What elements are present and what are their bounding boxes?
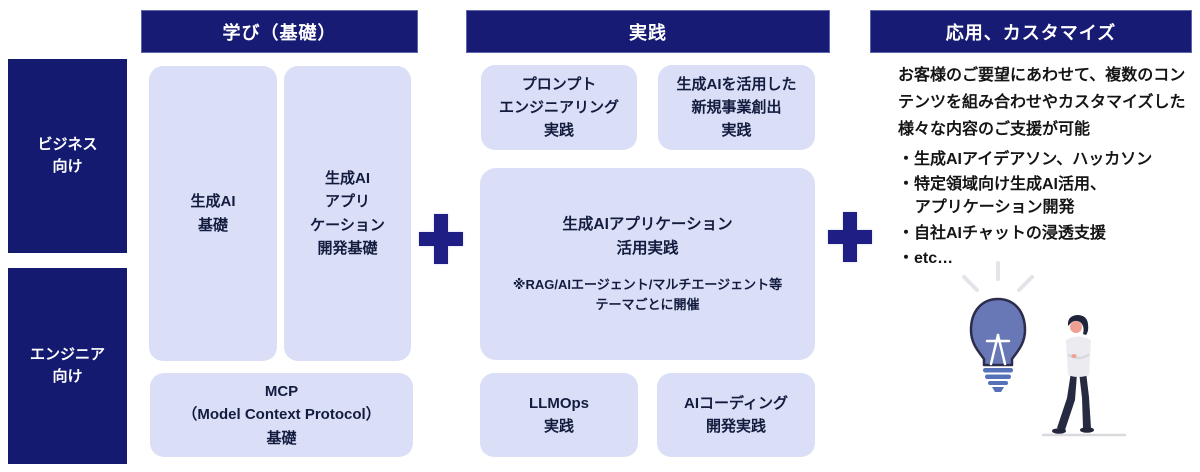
row-label-engineer: エンジニア 向け <box>8 268 127 464</box>
column-header-custom: 応用、カスタマイズ <box>870 10 1192 53</box>
bullet-etc: ・etc… <box>898 249 954 267</box>
box-llmops-practice: LLMOps 実践 <box>480 373 638 457</box>
plus-icon <box>419 214 463 264</box>
custom-bullet-list: ・生成AIアイデアソン、ハッカソン ・特定領域向け生成AI活用、 アプリケーショ… <box>898 148 1192 272</box>
bullet-ideathon-hackathon: ・生成AIアイデアソン、ハッカソン <box>898 151 1153 168</box>
box-new-business-creation-practice: 生成AIを活用した 新規事業創出 実践 <box>658 65 815 150</box>
custom-intro-text: お客様のご要望にあわせて、複数のコン テンツを組み合わせやカスタマイズした 様々… <box>898 67 1186 139</box>
box-ai-coding-practice: AIコーディング 開発実践 <box>657 373 815 457</box>
column-header-practice: 実践 <box>466 10 830 53</box>
plus-vertical-bar <box>434 214 448 264</box>
box-genai-basics: 生成AI 基礎 <box>149 66 277 361</box>
box-prompt-engineering-practice: プロンプト エンジニアリング 実践 <box>481 65 637 150</box>
box-genai-application-practice-title: 生成AIアプリケーション 活用実践 <box>562 215 733 257</box>
person-illustration <box>1052 315 1094 434</box>
idea-illustration <box>962 261 1127 437</box>
lightbulb-icon <box>969 297 1027 392</box>
bullet-inhouse-ai-chat: ・自社AIチャットの浸透支援 <box>898 224 1106 242</box>
box-mcp-basics: MCP （Model Context Protocol） 基礎 <box>150 373 413 457</box>
column-header-learn-basics: 学び（基礎） <box>141 10 418 53</box>
box-genai-application-practice-note: ※RAG/AIエージェント/マルチエージェント等 テーマごとに開催 <box>512 276 783 313</box>
bullet-domain-specific-genai: ・特定領域向け生成AI活用、 アプリケーション開発 <box>898 176 1107 217</box>
row-label-business: ビジネス 向け <box>8 59 127 253</box>
box-genai-app-dev-basics: 生成AI アプリ ケーション 開発基礎 <box>284 66 411 361</box>
plus-icon <box>828 212 872 262</box>
plus-vertical-bar <box>843 212 857 262</box>
lightbulb-rays-icon <box>962 261 1034 292</box>
box-genai-application-practice: 生成AIアプリケーション 活用実践 ※RAG/AIエージェント/マルチエージェン… <box>480 168 815 360</box>
